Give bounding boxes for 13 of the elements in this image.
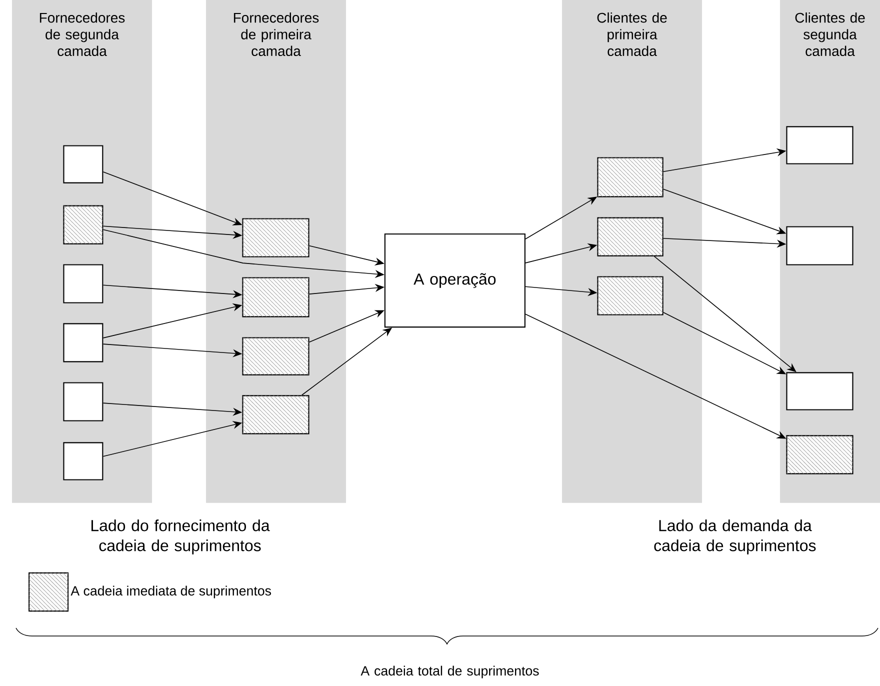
caption-text: Lado da demanda da cadeia de suprimentos: [654, 519, 816, 554]
operation-box: A operação: [384, 233, 526, 328]
caption-text: A cadeia total de suprimentos: [360, 666, 539, 678]
legend-text: A cadeia imediata de suprimentos: [70, 586, 271, 598]
empty-box: [786, 372, 854, 410]
empty-box: [63, 442, 104, 480]
empty-box: [786, 226, 854, 266]
caption-text: Lado do fornecimento da cadeia de suprimentos: [91, 519, 270, 554]
empty-box: [63, 323, 104, 362]
empty-box: [63, 264, 104, 304]
empty-box: [63, 382, 104, 422]
empty-box: [63, 145, 104, 184]
empty-box: [786, 126, 854, 164]
